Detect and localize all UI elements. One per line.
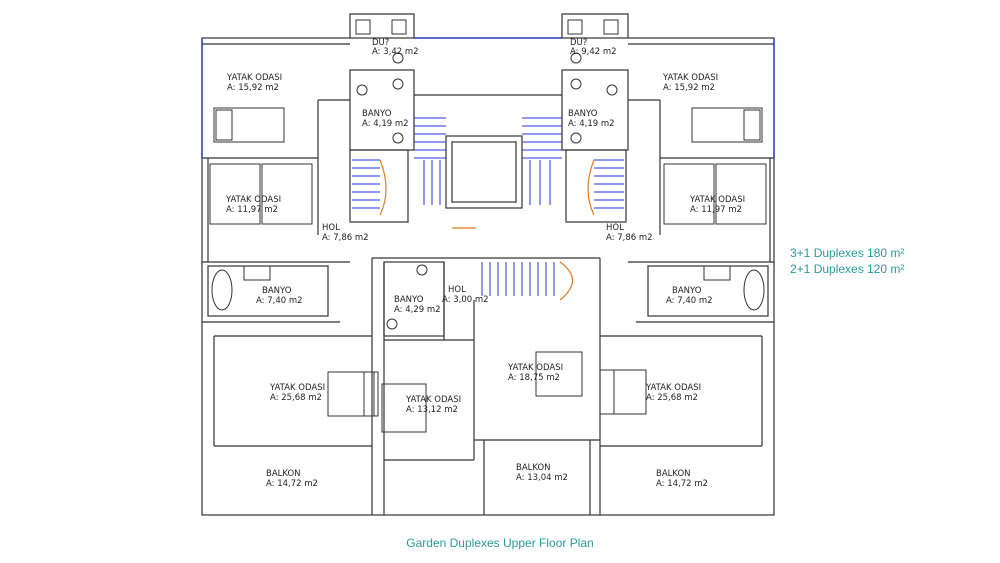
room-name-banyo-mid-left: BANYO xyxy=(262,286,292,296)
room-area-du-left: A: 3,42 m2 xyxy=(372,47,419,57)
room-name-yatak-master-right: YATAK ODASI xyxy=(645,383,701,393)
legend-3plus1: 3+1 Duplexes 180 m² xyxy=(790,246,905,260)
legend-2plus1: 2+1 Duplexes 120 m² xyxy=(790,262,905,276)
stair-accents xyxy=(379,159,595,301)
room-area-banyo-center: A: 4,29 m2 xyxy=(394,305,441,315)
stairs xyxy=(352,117,624,296)
room-area-balkon-center: A: 13,04 m2 xyxy=(516,473,568,483)
room-area-hol-right: A: 7,86 m2 xyxy=(606,233,653,243)
room-name-hol-center: HOL xyxy=(448,285,466,295)
room-area-yatak-center-small: A: 13,12 m2 xyxy=(406,405,458,415)
room-name-balkon-left: BALKON xyxy=(266,469,301,479)
room-name-yatak-center-small: YATAK ODASI xyxy=(405,395,461,405)
room-name-yatak1-right: YATAK ODASI xyxy=(662,73,718,83)
room-area-yatak-master-left: A: 25,68 m2 xyxy=(270,393,322,403)
room-name-banyo-top-right: BANYO xyxy=(568,109,598,119)
room-name-yatak2-right: YATAK ODASI xyxy=(689,195,745,205)
room-area-yatak2-left: A: 11,97 m2 xyxy=(226,205,278,215)
room-area-yatak1-right: A: 15,92 m2 xyxy=(663,83,715,93)
fixtures xyxy=(209,19,767,433)
room-area-du-right: A: 9,42 m2 xyxy=(570,47,617,57)
room-name-balkon-center: BALKON xyxy=(516,463,551,473)
room-name-balkon-right: BALKON xyxy=(656,469,691,479)
room-name-du-left: DU? xyxy=(372,38,389,48)
room-name-yatak-master-left: YATAK ODASI xyxy=(269,383,325,393)
room-labels: DU? A: 3,42 m2 DU? A: 9,42 m2 YATAK ODAS… xyxy=(225,38,745,489)
room-name-du-right: DU? xyxy=(570,38,587,48)
room-area-banyo-top-left: A: 4,19 m2 xyxy=(362,119,409,129)
room-area-hol-center: A: 3,00 m2 xyxy=(442,295,489,305)
room-area-balkon-right: A: 14,72 m2 xyxy=(656,479,708,489)
room-name-hol-left: HOL xyxy=(322,223,340,233)
room-name-banyo-top-left: BANYO xyxy=(362,109,392,119)
room-area-yatak-center-large: A: 18,75 m2 xyxy=(508,373,560,383)
room-name-yatak2-left: YATAK ODASI xyxy=(225,195,281,205)
room-area-hol-left: A: 7,86 m2 xyxy=(322,233,369,243)
windows xyxy=(201,37,775,158)
room-area-yatak-master-right: A: 25,68 m2 xyxy=(646,393,698,403)
room-name-yatak1-left: YATAK ODASI xyxy=(226,73,282,83)
plan-caption: Garden Duplexes Upper Floor Plan xyxy=(406,536,594,550)
room-area-banyo-mid-left: A: 7,40 m2 xyxy=(256,296,303,306)
room-name-hol-right: HOL xyxy=(606,223,624,233)
walls xyxy=(201,13,775,516)
room-area-yatak2-right: A: 11,97 m2 xyxy=(690,205,742,215)
room-area-banyo-mid-right: A: 7,40 m2 xyxy=(666,296,713,306)
room-area-yatak1-left: A: 15,92 m2 xyxy=(227,83,279,93)
room-area-balkon-left: A: 14,72 m2 xyxy=(266,479,318,489)
room-area-banyo-top-right: A: 4,19 m2 xyxy=(568,119,615,129)
room-name-banyo-center: BANYO xyxy=(394,295,424,305)
room-name-banyo-mid-right: BANYO xyxy=(672,286,702,296)
room-name-yatak-center-large: YATAK ODASI xyxy=(507,363,563,373)
